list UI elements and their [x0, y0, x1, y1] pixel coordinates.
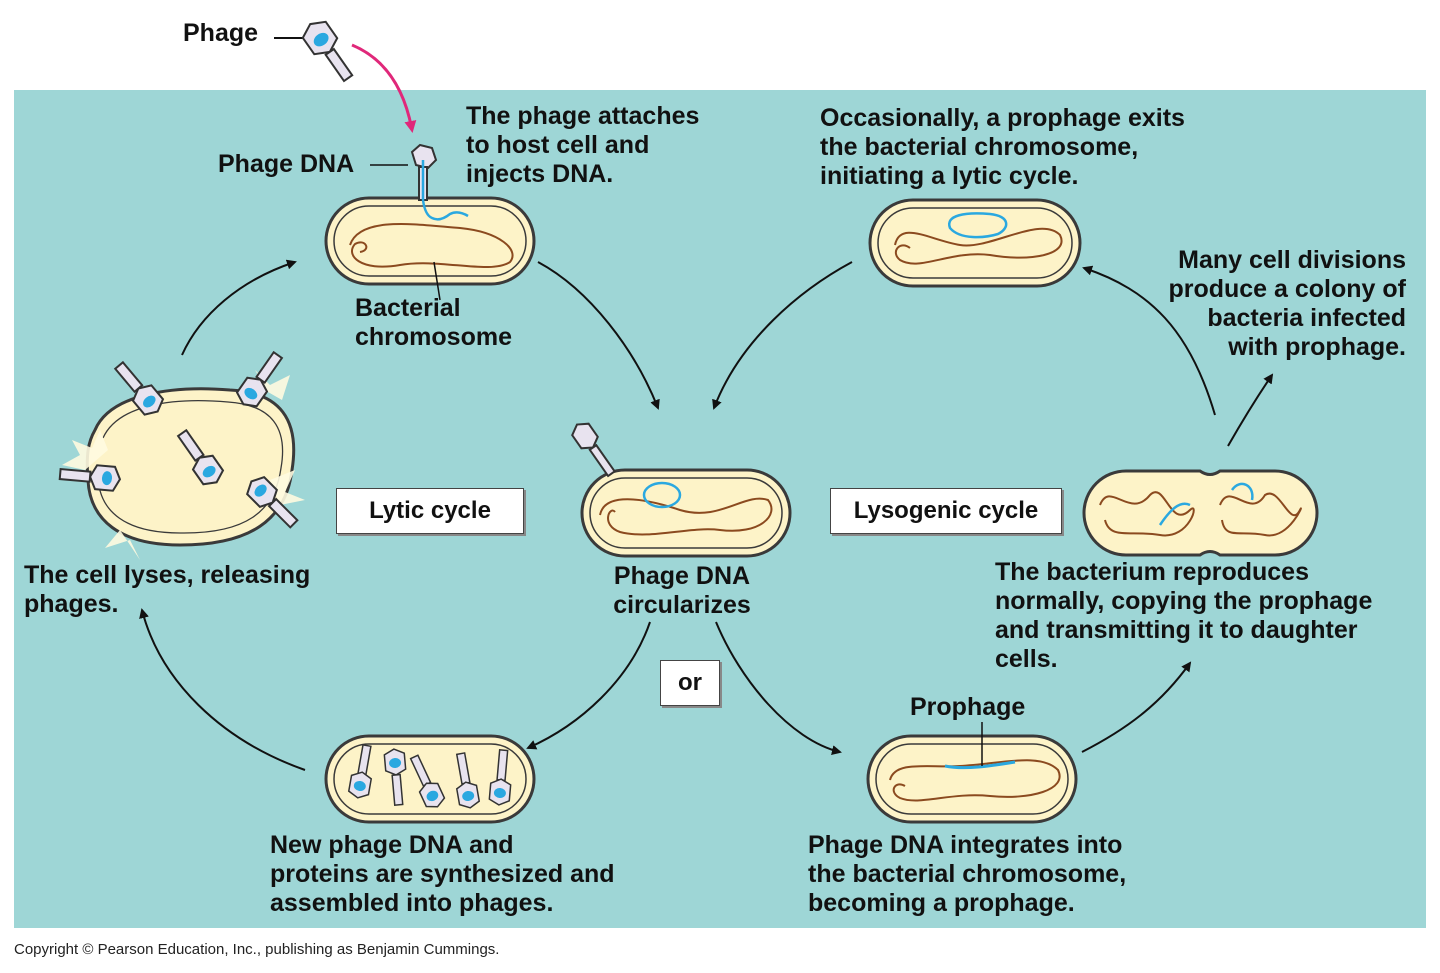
pink-attach-arrow: [351, 43, 417, 133]
cell-lysed: [58, 350, 305, 560]
cell-prophage: [866, 722, 1078, 824]
copyright-text: Copyright © Pearson Education, Inc., pub…: [14, 941, 500, 958]
cell-attach: [324, 196, 536, 301]
cell-dividing: [1082, 469, 1319, 557]
attached-phage-icon: [370, 143, 469, 221]
cell-assembly: [324, 734, 536, 824]
lytic-cycle-box: Lytic cycle: [336, 488, 524, 534]
free-phage-icon: [274, 20, 354, 83]
lysogenic-cycle-box: Lysogenic cycle: [830, 488, 1062, 534]
prophage-label: Prophage: [910, 693, 1026, 721]
phage-label: Phage: [183, 19, 259, 47]
arrow-center-to-prophage: [715, 621, 842, 755]
cell-circularizes: [571, 422, 792, 558]
or-box: or: [660, 660, 720, 706]
arrow-center-to-assembly: [526, 621, 651, 750]
arrow-exit-to-center: [712, 261, 853, 410]
phage-dna-label: Phage DNA: [218, 150, 355, 178]
arrow-lysed-to-attach: [181, 259, 297, 356]
arrow-attach-to-center: [537, 261, 660, 410]
arrow-divisions-to-exit: [1082, 265, 1216, 416]
arrow-assembly-to-lysed: [139, 608, 306, 771]
cell-prophage-exit: [868, 198, 1082, 288]
arrow-dividing-to-divisions: [1227, 373, 1274, 447]
arrow-prophage-to-dividing: [1081, 661, 1192, 753]
